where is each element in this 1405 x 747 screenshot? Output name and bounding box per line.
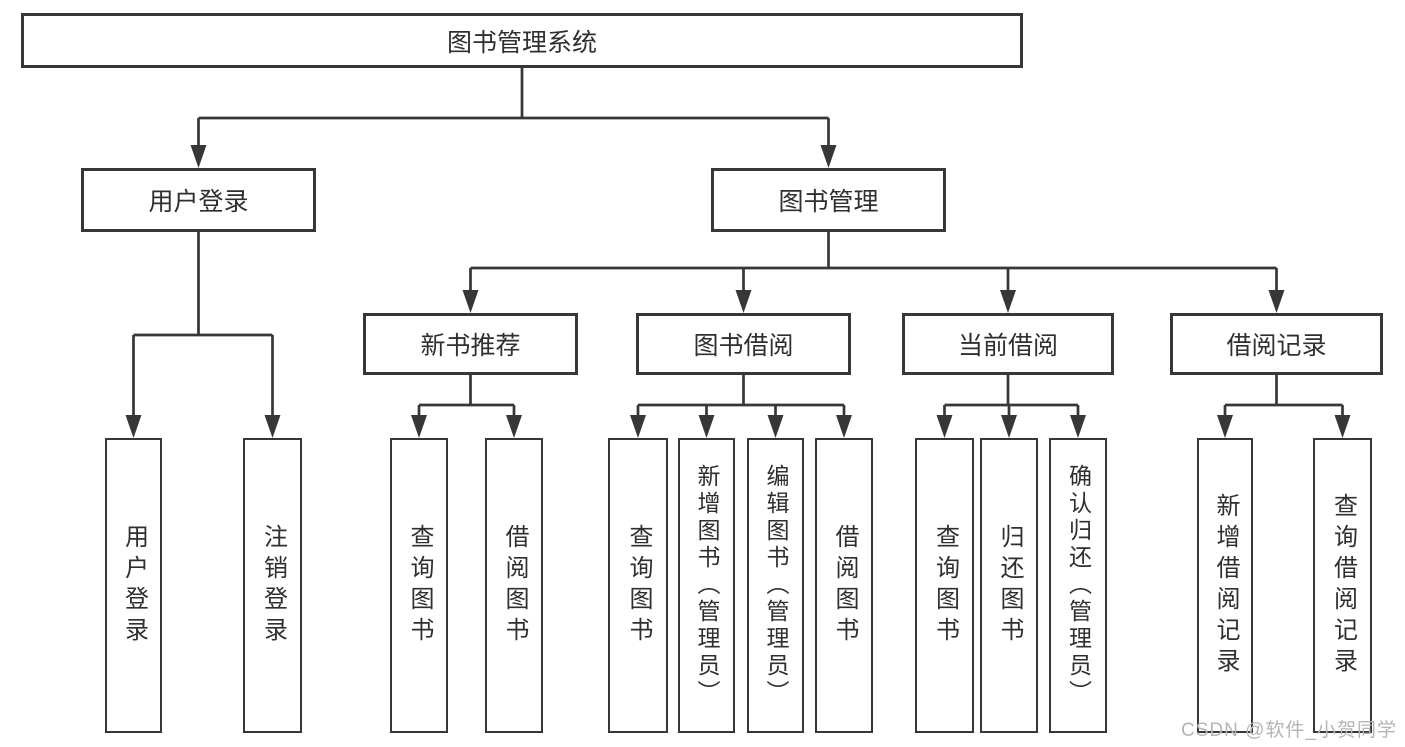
node-user-login: 用户登录	[81, 168, 316, 232]
node-book-borrow: 图书借阅	[636, 313, 851, 375]
node-label: 归还图书	[996, 523, 1023, 648]
connector-book-management-children	[462, 232, 1285, 313]
node-label: 图书管理	[778, 188, 879, 216]
leaf-borrow-books: 借阅图书	[815, 438, 873, 733]
node-label: 借阅图书	[831, 523, 858, 648]
node-label: 查询图书	[931, 523, 959, 648]
leaf-edit-books-admin: 编辑图书（管理员）	[747, 438, 804, 733]
node-label: 借阅图书	[501, 523, 528, 648]
leaf-query-books-current: 查询图书	[915, 438, 974, 733]
leaf-borrow-books-recommend: 借阅图书	[485, 438, 543, 733]
node-label: 确认归还（管理员）	[1065, 464, 1092, 707]
node-label: 新增图书（管理员）	[694, 464, 720, 707]
node-current-borrow: 当前借阅	[902, 313, 1114, 375]
node-label: 查询图书	[625, 523, 652, 648]
leaf-query-books-borrow: 查询图书	[608, 438, 668, 733]
leaf-query-borrow-record: 查询借阅记录	[1313, 438, 1372, 733]
node-new-book-recommend: 新书推荐	[363, 313, 578, 375]
node-label: 当前借阅	[957, 332, 1058, 360]
node-label: 借阅记录	[1226, 332, 1327, 360]
node-label: 新增借阅记录	[1212, 492, 1239, 679]
leaf-user-login: 用户登录	[105, 438, 162, 733]
leaf-return-books: 归还图书	[980, 438, 1038, 733]
leaf-add-books-admin: 新增图书（管理员）	[678, 438, 735, 733]
connector-new-book-children	[411, 375, 522, 438]
node-label: 编辑图书（管理员）	[763, 464, 789, 707]
node-book-management: 图书管理	[711, 168, 946, 232]
node-library-system: 图书管理系统	[21, 13, 1023, 68]
connector-user-login-children	[125, 232, 281, 438]
connector-book-borrow-children	[630, 375, 852, 438]
leaf-logout: 注销登录	[243, 438, 302, 733]
node-label: 用户登录	[120, 523, 148, 648]
connector-root-to-level2	[190, 68, 837, 168]
node-label: 新书推荐	[420, 332, 521, 360]
node-borrow-records: 借阅记录	[1170, 313, 1383, 375]
connector-borrow-records-children	[1217, 375, 1351, 438]
leaf-add-borrow-record: 新增借阅记录	[1197, 438, 1253, 733]
node-label: 用户登录	[148, 188, 249, 216]
watermark: CSDN @软件_小贺同学	[1181, 720, 1397, 741]
node-label: 图书借阅	[693, 332, 794, 360]
leaf-query-books-recommend: 查询图书	[390, 438, 448, 733]
connector-current-borrow-children	[936, 375, 1086, 438]
node-label: 查询借阅记录	[1329, 492, 1357, 679]
node-label: 注销登录	[259, 523, 287, 648]
node-label: 图书管理系统	[446, 28, 597, 57]
node-label: 查询图书	[406, 523, 433, 648]
leaf-confirm-return-admin: 确认归还（管理员）	[1049, 438, 1107, 733]
